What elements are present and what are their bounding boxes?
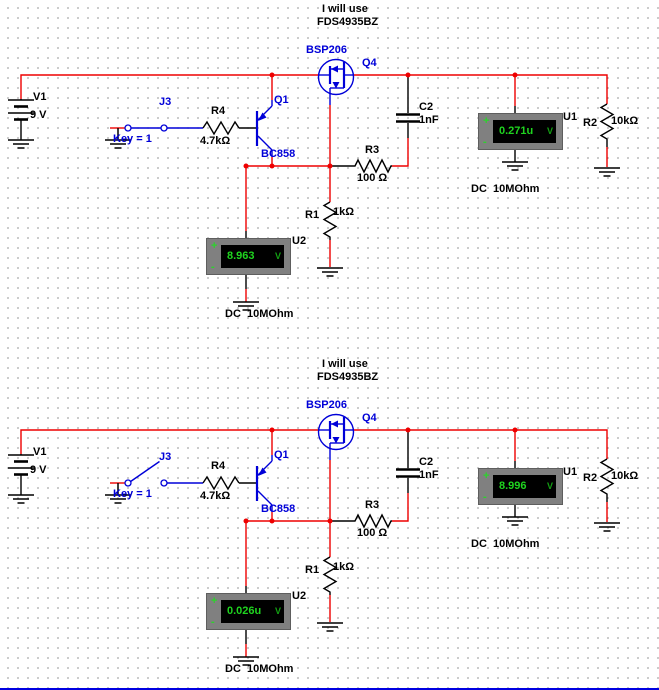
meter-unit: V <box>546 481 553 491</box>
meter-display: 8.996 V <box>493 475 556 498</box>
meter-reading: 8.963 <box>227 250 255 262</box>
c2-ref-label: C2 <box>419 456 434 468</box>
u1-ref-label: U1 <box>563 466 578 478</box>
r2-ref-label: R2 <box>583 472 598 484</box>
v1-ref-label: V1 <box>33 91 47 103</box>
sheet-border-bottom <box>0 688 659 690</box>
multimeter-u2[interactable]: + - 8.963 V <box>206 238 291 275</box>
note-line2: FDS4935BZ <box>317 371 379 383</box>
v1-ref-label: V1 <box>33 446 47 458</box>
u2-mode-label: DC 10MOhm <box>225 663 294 675</box>
r3-ref-label: R3 <box>365 144 380 156</box>
u1-ref-label: U1 <box>563 111 578 123</box>
u2-ref-label: U2 <box>292 590 307 602</box>
r1-value-label: 1kΩ <box>333 561 355 573</box>
r1-value-label: 1kΩ <box>333 206 355 218</box>
j3-ref-label: J3 <box>159 451 172 463</box>
switch-blade-open[interactable] <box>130 460 160 483</box>
q4-part-label: BSP206 <box>306 399 347 411</box>
v1-value-label: 9 V <box>30 464 47 476</box>
r2-value-label: 10kΩ <box>611 470 639 482</box>
meter-display: 0.271u V <box>493 120 556 143</box>
meter-unit: V <box>274 251 281 261</box>
note-line1: I will use <box>322 358 368 370</box>
meter-display: 8.963 V <box>221 245 284 268</box>
c2-value-label: 1nF <box>419 114 439 126</box>
multimeter-u2[interactable]: + - 0.026u V <box>206 593 291 630</box>
j3-key-label: Key = 1 <box>113 488 152 500</box>
r2-value-label: 10kΩ <box>611 115 639 127</box>
meter-plus-terminal: + <box>211 595 218 607</box>
meter-minus-terminal: - <box>483 491 487 503</box>
q4-ref-label: Q4 <box>362 57 377 69</box>
r4-value-label: 4.7kΩ <box>200 490 231 502</box>
v1-value-label: 9 V <box>30 109 47 121</box>
meter-display: 0.026u V <box>221 600 284 623</box>
c2-ref-label: C2 <box>419 101 434 113</box>
note-line2: FDS4935BZ <box>317 16 379 28</box>
q1-part-label: BC858 <box>261 148 296 160</box>
note-line1: I will use <box>322 3 368 15</box>
j3-ref-label: J3 <box>159 96 172 108</box>
multimeter-u1[interactable]: + - 8.996 V <box>478 468 563 505</box>
q4-ref-label: Q4 <box>362 412 377 424</box>
meter-reading: 8.996 <box>499 480 527 492</box>
c2-value-label: 1nF <box>419 469 439 481</box>
r2-ref-label: R2 <box>583 117 598 129</box>
q1-part-label: BC858 <box>261 503 296 515</box>
multimeter-u1[interactable]: + - 0.271u V <box>478 113 563 150</box>
q4-part-label: BSP206 <box>306 44 347 56</box>
u2-mode-label: DC 10MOhm <box>225 308 294 320</box>
r4-value-label: 4.7kΩ <box>200 135 231 147</box>
u1-mode-label: DC 10MOhm <box>471 538 540 550</box>
j3-key-label: Key = 1 <box>113 133 152 145</box>
meter-plus-terminal: + <box>483 470 490 482</box>
meter-minus-terminal: - <box>211 261 215 273</box>
meter-plus-terminal: + <box>211 240 218 252</box>
meter-reading: 0.271u <box>499 125 534 137</box>
r4-ref-label: R4 <box>211 460 226 472</box>
meter-unit: V <box>546 126 553 136</box>
r3-ref-label: R3 <box>365 499 380 511</box>
u1-mode-label: DC 10MOhm <box>471 183 540 195</box>
q1-ref-label: Q1 <box>274 449 289 461</box>
r1-ref-label: R1 <box>305 209 320 221</box>
meter-minus-terminal: - <box>211 616 215 628</box>
meter-reading: 0.026u <box>227 605 262 617</box>
r4-ref-label: R4 <box>211 105 226 117</box>
meter-minus-terminal: - <box>483 136 487 148</box>
r1-ref-label: R1 <box>305 564 320 576</box>
u2-ref-label: U2 <box>292 235 307 247</box>
r3-value-label: 100 Ω <box>357 172 388 184</box>
r3-value-label: 100 Ω <box>357 527 388 539</box>
meter-unit: V <box>274 606 281 616</box>
meter-plus-terminal: + <box>483 115 490 127</box>
q1-ref-label: Q1 <box>274 94 289 106</box>
